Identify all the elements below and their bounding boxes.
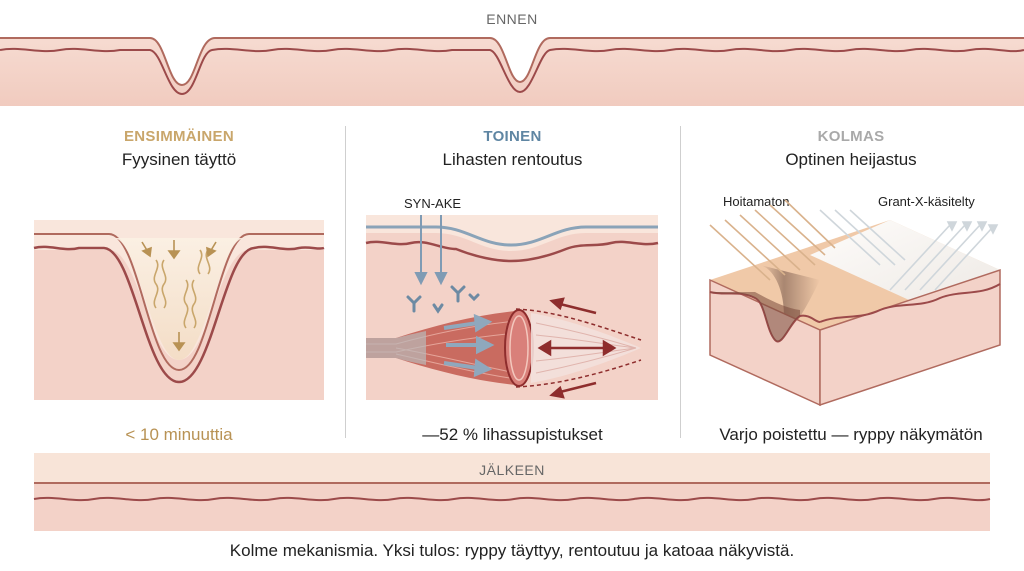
before-skin-strip <box>0 37 1024 106</box>
muscle-relaxation-illustration <box>365 215 659 400</box>
treated-label: Grant-X-käsitelty <box>878 194 975 209</box>
panel-2-title: Lihasten rentoutus <box>442 150 583 169</box>
filler-illustration <box>33 220 325 400</box>
after-label: JÄLKEEN <box>479 462 545 478</box>
syn-ake-label: SYN-AKE <box>404 196 462 211</box>
panel-2-kicker: TOINEN <box>483 128 542 145</box>
caption: Kolme mekanismia. Yksi tulos: ryppy täyt… <box>229 541 795 560</box>
after-skin-strip <box>33 453 991 531</box>
panel-1-title: Fyysinen täyttö <box>121 150 237 169</box>
panel-3-title: Optinen heijastus <box>785 150 917 169</box>
untreated-label: Hoitamaton <box>723 194 790 209</box>
before-label: ENNEN <box>486 11 538 27</box>
panel-divider-1 <box>345 126 346 438</box>
panel-1-result: < 10 minuuttia <box>125 425 233 444</box>
panel-3-kicker: KOLMAS <box>817 128 885 145</box>
panel-2-result: —52 % lihassupistukset <box>422 425 603 444</box>
panel-3-result: Varjo poistettu — ryppy näkymätön <box>719 425 983 444</box>
panel-1-kicker: ENSIMMÄINEN <box>124 128 234 145</box>
panel-divider-2 <box>680 126 681 438</box>
optical-reflection-illustration <box>709 199 1001 407</box>
